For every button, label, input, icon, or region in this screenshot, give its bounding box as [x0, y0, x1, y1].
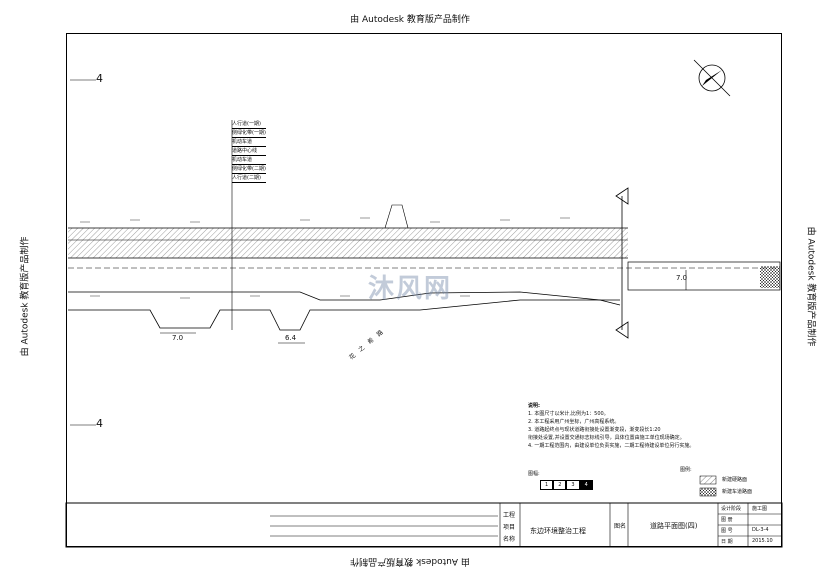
watermark-top: 由 Autodesk 教育版产品制作	[350, 15, 470, 25]
dim-label-right: 7.0	[676, 274, 688, 282]
dim-label-left: 7.0	[172, 334, 184, 342]
sheet-tab[interactable]: 3	[566, 480, 580, 490]
lane-label-stack: 人行道(一期) 侧绿化带(一期) 机动车道 道路中心线 机动车道 侧绿化带(二期…	[232, 120, 266, 183]
grid-label-bottom: 4	[96, 417, 103, 430]
legend-item: 新建车道路面	[722, 489, 753, 495]
lane-label: 人行道(一期)	[232, 120, 266, 129]
tb-key: 设计阶段	[721, 506, 742, 512]
north-arrow-icon	[693, 59, 731, 97]
lane-label: 机动车道	[232, 138, 266, 147]
dim-label-mid: 6.4	[285, 334, 297, 342]
note-item: 衔接处设置,并设置交通标志标线引导，具体位置由施工单位现场确定。	[528, 435, 685, 441]
note-item: 4. 一期工程范围内，由建设单位负责实施，二期工程待建设单位另行实施。	[528, 443, 695, 449]
lane-label: 侧绿化带(一期)	[232, 130, 266, 138]
site-watermark: 沐风网	[368, 274, 453, 304]
tb-key: 日 期	[721, 539, 733, 545]
sheet-tabs: 1 2 3 4	[540, 480, 593, 490]
sheet-tab[interactable]: 1	[540, 480, 554, 490]
legend-label: 图例:	[680, 467, 692, 473]
lane-label: 侧绿化带(二期)	[232, 166, 266, 174]
tb-key: 图 册	[721, 517, 733, 523]
note-item: 3. 道路起终点与现状道路衔接处设置渐变段，渐变段长1:20	[528, 427, 661, 433]
project-name: 东边环境整治工程	[530, 527, 586, 535]
legend-item: 新建硬路面	[722, 477, 748, 483]
sheet-tab[interactable]: 2	[553, 480, 567, 490]
lane-label: 人行道(二期)	[232, 174, 266, 183]
sidewalk-hatch	[68, 228, 628, 258]
note-item: 2. 本工程采用广州坐标，广州高程系统。	[528, 419, 620, 425]
notes-heading: 说明:	[528, 403, 540, 409]
legend-swatch-1	[699, 475, 717, 485]
tb-key: 图 号	[721, 528, 733, 534]
tb-value: 施工图	[752, 506, 768, 512]
project-label-3: 名称	[503, 536, 516, 543]
sheet-tab-active[interactable]: 4	[579, 480, 593, 490]
tb-value: DL-3-4	[752, 527, 769, 533]
lane-label: 机动车道	[232, 156, 266, 165]
sheet-tabs-label: 图幅:	[528, 471, 540, 477]
project-label-1: 工程	[503, 512, 516, 519]
legend-swatch-2	[699, 487, 717, 497]
tb-value: 2015.10	[752, 538, 773, 544]
drawing-name: 道路平面图(四)	[650, 522, 698, 530]
project-label-2: 项目	[503, 524, 516, 531]
notes-block: 说明: 1. 本图尺寸以米计,比例为1：500。 2. 本工程采用广州坐标，广州…	[528, 402, 694, 450]
note-item: 1. 本图尺寸以米计,比例为1：500。	[528, 411, 609, 417]
drawing-label: 图名	[614, 523, 627, 530]
lane-label: 道路中心线	[232, 147, 266, 156]
grid-label-top: 4	[96, 72, 103, 85]
